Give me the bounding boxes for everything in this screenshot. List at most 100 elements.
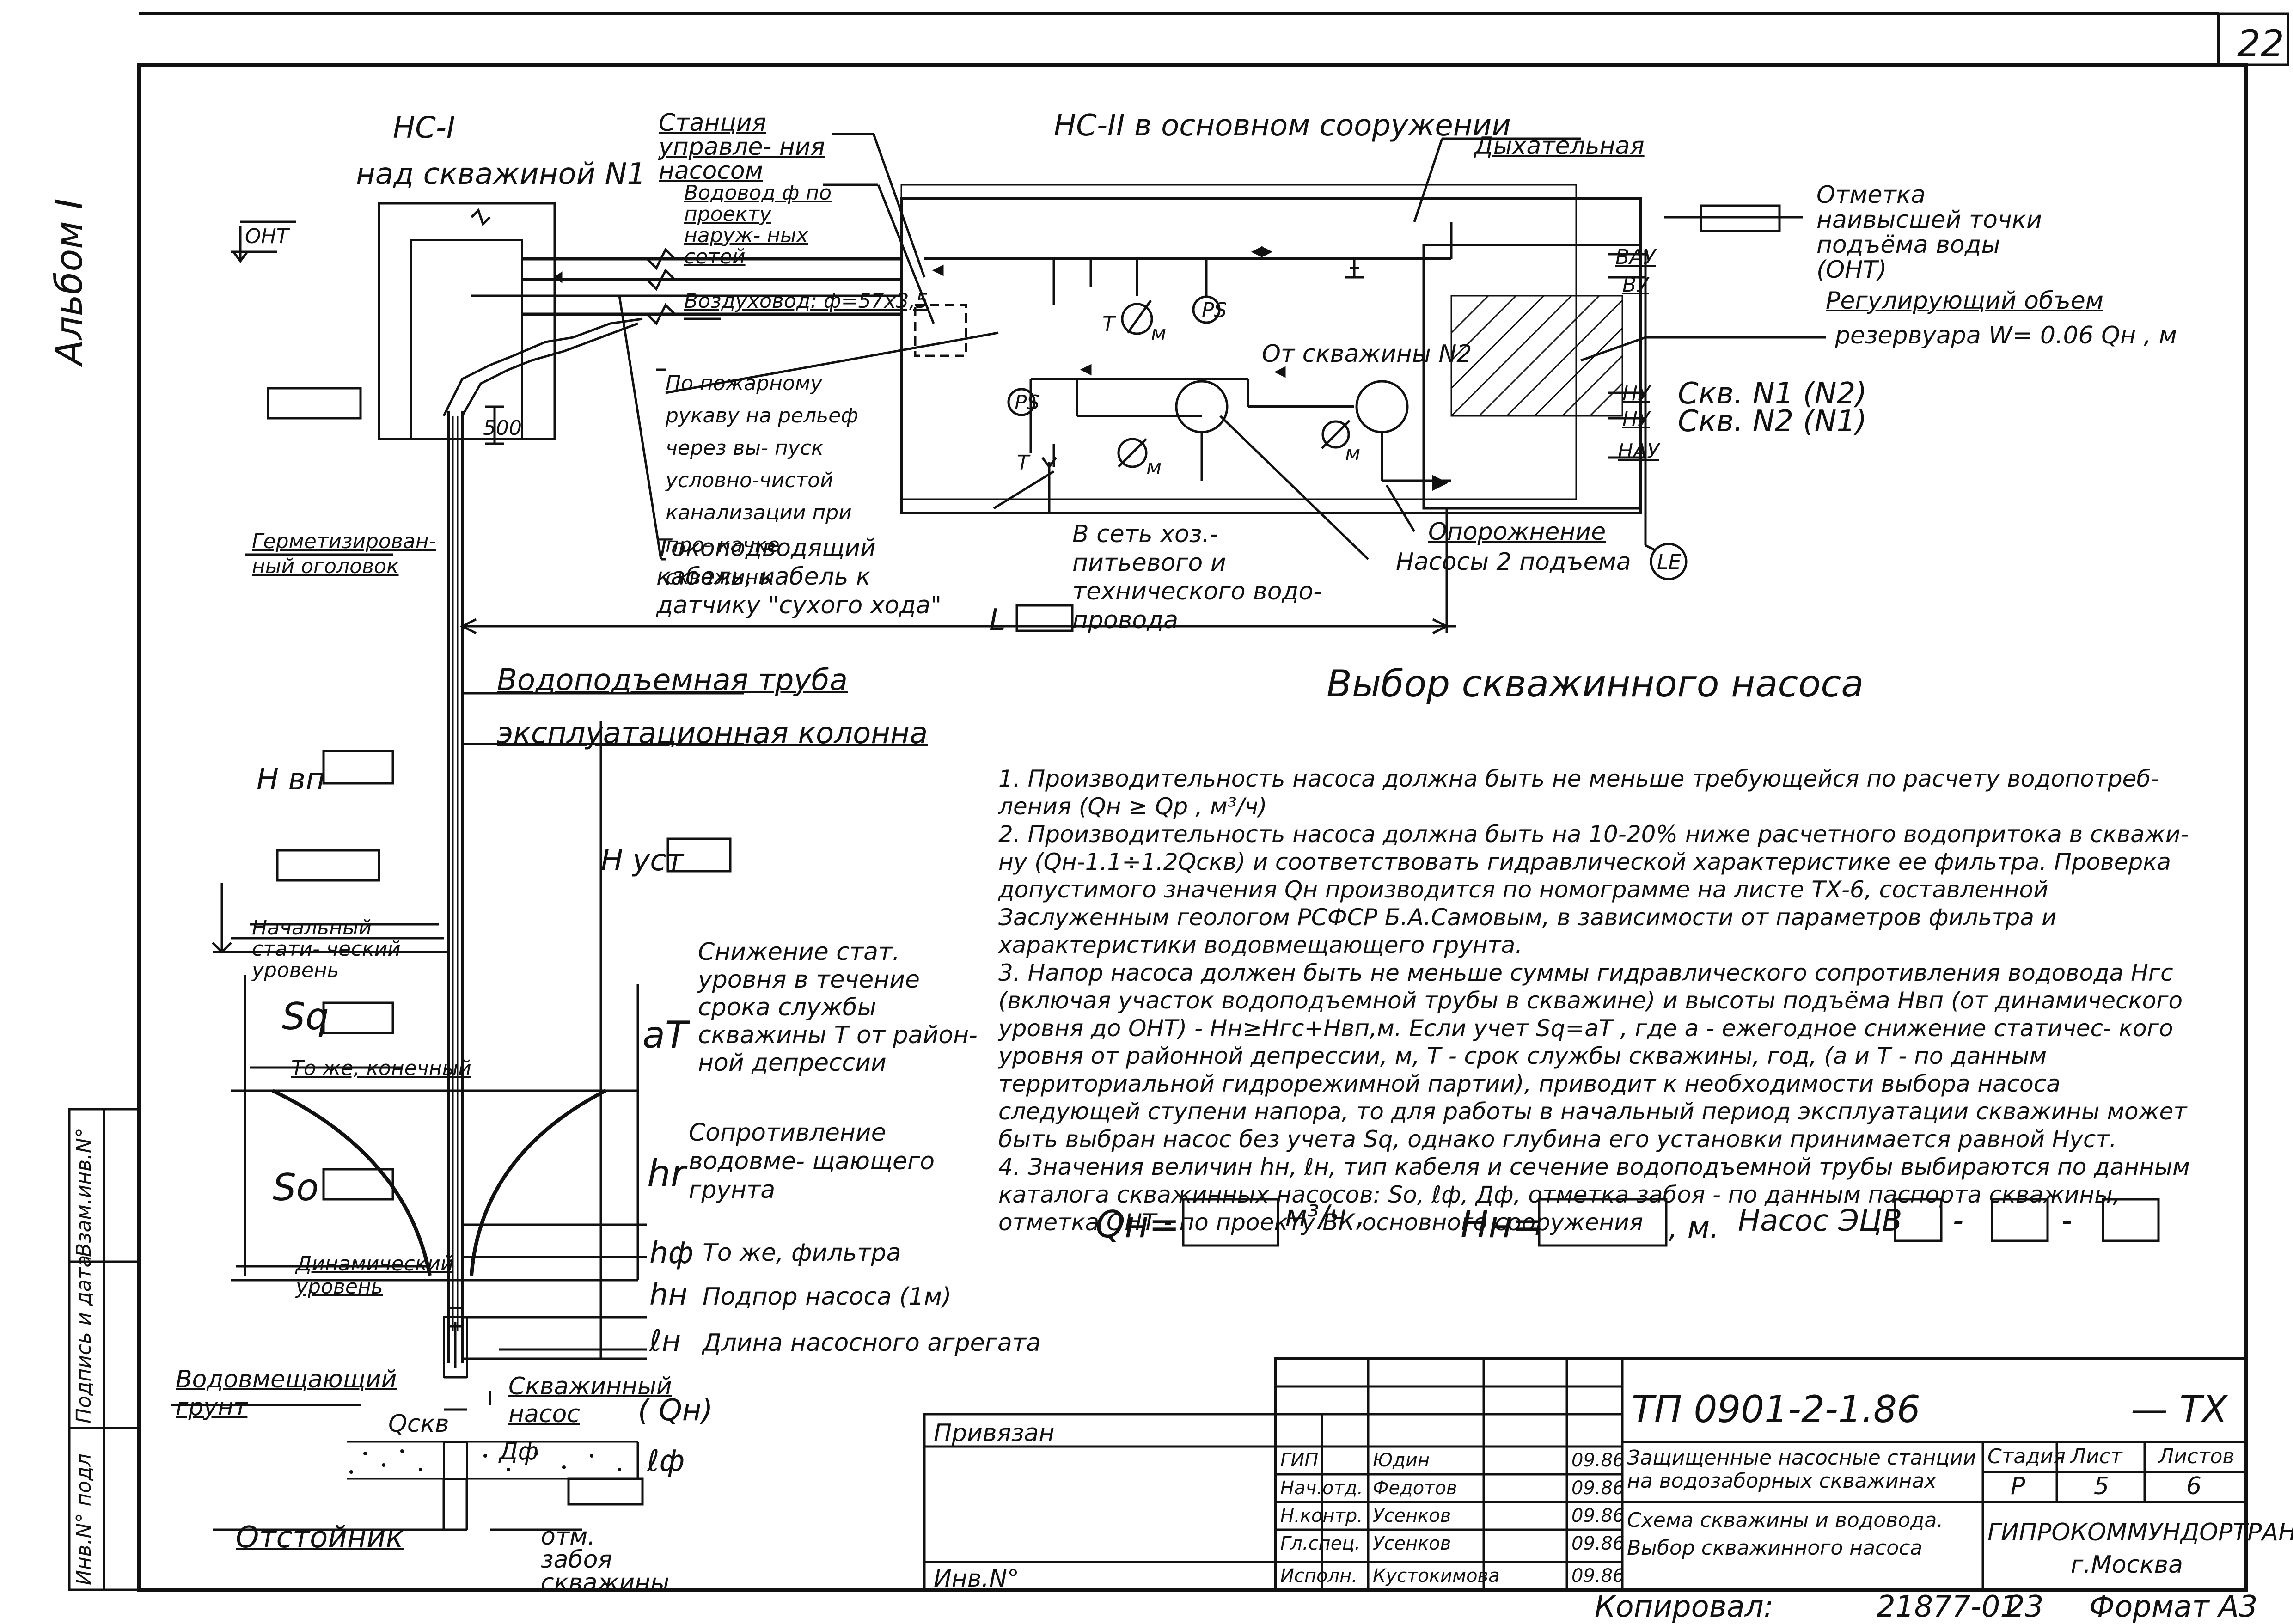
sheet-label: Лист (2071, 1445, 2122, 1468)
hn-unit: , м. (1669, 1211, 1719, 1245)
le-label: LE (1657, 550, 1682, 574)
page-number: 22 (2237, 22, 2284, 65)
nu2-label: НУ (1622, 407, 1650, 431)
staff-name-1: Юдин (1373, 1450, 1430, 1471)
stage-value: Р (2011, 1472, 2025, 1500)
reservoir-label: резервуара W= 0.06 Qн , м (1835, 322, 2177, 349)
m-label-2: м (1146, 456, 1162, 479)
hs1-title: НС-I (393, 111, 455, 145)
vau-label: ВАУ (1615, 245, 1656, 269)
drain-label: Опорожнение (1428, 518, 1606, 546)
empty-box-1 (267, 387, 362, 420)
dim-500: 500 (483, 416, 522, 440)
hust-label: H уст (601, 843, 684, 878)
staff-role-4: Гл.спец. (1280, 1533, 1361, 1554)
pump-dash-2: - (2061, 1204, 2073, 1238)
hn-text: Подпор насоса (1м) (703, 1283, 952, 1311)
note-3: 3. Напор насоса должен быть не меньше су… (998, 959, 2187, 1153)
footer-num2: 23 (2006, 1590, 2044, 1624)
pump-box-2 (1991, 1198, 2049, 1242)
notes-block: 1. Производительность насоса должна быть… (998, 765, 2200, 1236)
project-code: ТП 0901-2-1.86 (1632, 1388, 1920, 1431)
footer-format: Формат А3 (2089, 1590, 2258, 1624)
dyn-level-label: Динамический уровень (296, 1252, 454, 1299)
qn-paren-label: ( Qн) (638, 1393, 713, 1428)
hs1-subtitle: над скважиной N1 (356, 157, 646, 191)
bottom-value-box (567, 1477, 644, 1506)
note-4: 4. Значения величин hн, ℓн, тип кабеля и… (998, 1154, 2190, 1236)
breather-label: Дыхательная (1474, 132, 1645, 160)
empty-box-2 (276, 849, 380, 882)
highest-point-label: Отметка наивысшей точки подъёма воды (ОН… (1816, 181, 2042, 284)
t-label-2: Т (1017, 451, 1029, 475)
reg-volume-label: Регулирующий объем (1826, 287, 2103, 315)
project-name: Защищенные насосные станции на водозабор… (1627, 1446, 1976, 1493)
pump-box-1 (1894, 1198, 1943, 1242)
aquifer-resist-label: Сопротивление водовме- щающего грунта (689, 1119, 935, 1204)
reservoir (1422, 244, 1642, 510)
qn-value-box (1182, 1198, 1279, 1247)
org-name: ГИПРОКОММУНДОРТРАНС (1987, 1519, 2293, 1546)
water-main-label: Водовод ф по проекту наруж- ных сетей (684, 181, 832, 269)
from-well2-label: От скважины N2 (1262, 340, 1472, 368)
page-number-box (2217, 12, 2289, 66)
hvp-value-box (322, 750, 394, 785)
staff-date-2: 09.86 (1571, 1477, 1625, 1499)
nu1-label: НУ (1622, 382, 1650, 405)
privyazan-label: Привязан (934, 1419, 1055, 1447)
copied-label: Копировал: (1595, 1590, 1774, 1624)
sump-label: Отстойник (236, 1520, 404, 1555)
ln-text: Длина насосного агрегата (703, 1329, 1041, 1357)
so-value-box (322, 1168, 394, 1201)
ln-label: ℓн (649, 1324, 681, 1358)
pump-type-label: Насос ЭЦВ (1738, 1204, 1902, 1238)
fire-hose-label: По пожарному рукаву на рельеф через вы- … (666, 372, 858, 589)
ps-label-2: PS (1202, 299, 1227, 322)
control-station-label: Станция управле- ния насосом (659, 109, 825, 185)
hs2-title: НС-II в основном сооружении (1054, 109, 1511, 143)
hust-value-box (666, 837, 732, 873)
hn-value-box (1538, 1198, 1668, 1247)
sheet-value: 5 (2094, 1472, 2110, 1500)
staff-name-5: Кустокимова (1373, 1565, 1500, 1587)
hf-label: hф (649, 1236, 694, 1270)
qskv-label: Qскв (388, 1410, 449, 1438)
staff-role-3: Н.контр. (1280, 1505, 1363, 1526)
skv1-label: Скв. N1 (N2) (1678, 377, 1867, 411)
hvp-label: H вп (257, 763, 325, 797)
pumps-2-label: Насосы 2 подъема (1396, 548, 1631, 576)
staff-name-2: Федотов (1373, 1477, 1457, 1499)
supply-net-label: В сеть хоз.-питьевого и технического вод… (1072, 520, 1322, 634)
at-label: aT (642, 1013, 688, 1056)
staff-name-3: Усенков (1373, 1505, 1451, 1526)
bottom-label: отм. забоя скважины (541, 1523, 670, 1597)
footer-number: 21877-01 (1877, 1590, 2019, 1624)
m-label: м (1151, 322, 1167, 345)
pump-2-lift-2 (1355, 380, 1409, 433)
qn-formula-label: Qн= (1095, 1203, 1180, 1246)
pump-dash-1: - (1953, 1204, 1964, 1238)
sheets-label: Листов (2158, 1445, 2235, 1468)
staff-role-2: Нач.отд. (1280, 1477, 1364, 1499)
skv2-label: Скв. N2 (N1) (1678, 404, 1867, 439)
staff-role-5: Исполн. (1280, 1565, 1357, 1587)
aquifer-label: Водовмещающий грунт (176, 1366, 397, 1421)
hf-text: То же, фильтра (703, 1239, 901, 1267)
casing-label: эксплуатационная колонна (497, 716, 928, 751)
cable-label: Токоподводящий кабель, кабель к датчику … (656, 534, 942, 619)
staff-name-4: Усенков (1373, 1533, 1451, 1554)
s0-label: So (273, 1166, 319, 1209)
control-station (914, 304, 967, 357)
ps-label: PS (1015, 391, 1040, 415)
pump-box-3 (2102, 1198, 2160, 1242)
stamp-podpis: Подпись и дата (72, 1255, 96, 1423)
init-static-label: Начальный стати- ческий уровень (252, 916, 401, 982)
project-suffix: — ТХ (2131, 1388, 2228, 1431)
air-pipe-label: Воздуховод: ф=57х3,5 (684, 289, 929, 313)
section-title: Выбор скважинного насоса (1327, 662, 1864, 705)
note-1: 1. Производительность насоса должна быть… (998, 765, 2159, 820)
riser-pipe-label: Водоподъемная труба (497, 663, 848, 697)
sealed-head-label: Герметизирован- ный оголовок (252, 530, 436, 578)
qn-unit: м³/ч , (1285, 1199, 1365, 1233)
